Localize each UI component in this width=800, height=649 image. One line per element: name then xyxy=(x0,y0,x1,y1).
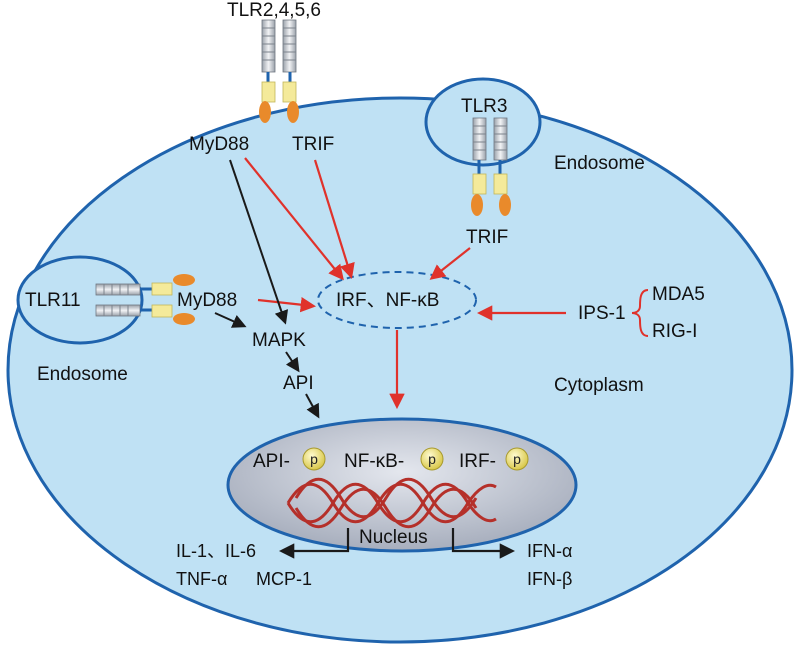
irf-nfkb-complex xyxy=(317,271,477,329)
label-mcp1: MCP-1 xyxy=(256,569,312,589)
tlr3-receptor xyxy=(471,117,511,216)
mda5-rigi-bracket xyxy=(631,289,649,337)
label-nucleus: Nucleus xyxy=(359,527,428,548)
label-mapk: MAPK xyxy=(252,330,306,351)
output-arrows xyxy=(278,528,516,559)
endosome-tlr11 xyxy=(16,255,144,345)
arrow-myd88-left-to-irf xyxy=(257,297,317,313)
arrow-myd88-to-irf xyxy=(244,157,344,281)
tlr11-receptor xyxy=(95,274,195,325)
arrow-myd88-left-to-mapk xyxy=(214,312,247,328)
cell-membrane xyxy=(6,96,794,644)
arrow-api-to-nucleus xyxy=(305,393,320,419)
arrow-mapk-to-api xyxy=(285,351,300,373)
label-tlr11: TLR11 xyxy=(25,290,81,311)
label-rigi: RIG-I xyxy=(652,321,697,342)
signal-arrows xyxy=(214,159,320,419)
activation-arrows xyxy=(244,157,566,410)
label-api: API xyxy=(283,373,314,394)
arrow-trif-right-to-irf xyxy=(429,247,471,280)
label-trif-top: TRIF xyxy=(292,134,334,155)
arrow-myd88-to-mapk xyxy=(229,159,289,325)
phospho-badge-api xyxy=(302,447,326,471)
label-il1-il6: IL-1、IL-6 xyxy=(176,541,256,561)
label-ips1: IPS-1 xyxy=(578,303,626,324)
label-nuclear-api: API- xyxy=(253,451,290,472)
dna-helix xyxy=(286,477,497,529)
phospho-badge-nfkb xyxy=(420,447,444,471)
label-trif-right: TRIF xyxy=(466,227,508,248)
arrow-trif-to-irf xyxy=(313,159,355,279)
label-endosome-left: Endosome xyxy=(37,364,128,385)
arrow-to-cytokines xyxy=(278,528,350,559)
label-nuclear-irf: IRF- xyxy=(459,451,496,472)
phospho-label-api: p xyxy=(310,451,318,467)
label-irf-nfkb: IRF、NF-κB xyxy=(336,290,439,311)
phospho-label-nfkb: p xyxy=(428,451,436,467)
label-ifna: IFN-α xyxy=(527,541,572,561)
label-tlr2456: TLR2,4,5,6 xyxy=(227,0,321,21)
label-tlr3: TLR3 xyxy=(461,96,507,117)
phospho-badge-irf xyxy=(505,447,529,471)
label-nuclear-nfkb: NF-κB- xyxy=(344,451,404,472)
label-ifnb: IFN-β xyxy=(527,569,572,589)
label-tnfa: TNF-α xyxy=(176,569,227,589)
label-myd88-left: MyD88 xyxy=(177,290,237,311)
label-endosome-right: Endosome xyxy=(554,153,645,174)
arrow-to-interferons xyxy=(451,528,516,559)
tlr2456-receptor xyxy=(259,19,299,123)
phospho-label-irf: p xyxy=(513,451,521,467)
label-cytoplasm: Cytoplasm xyxy=(554,375,644,396)
label-mda5: MDA5 xyxy=(652,284,705,305)
label-myd88-top: MyD88 xyxy=(189,134,249,155)
